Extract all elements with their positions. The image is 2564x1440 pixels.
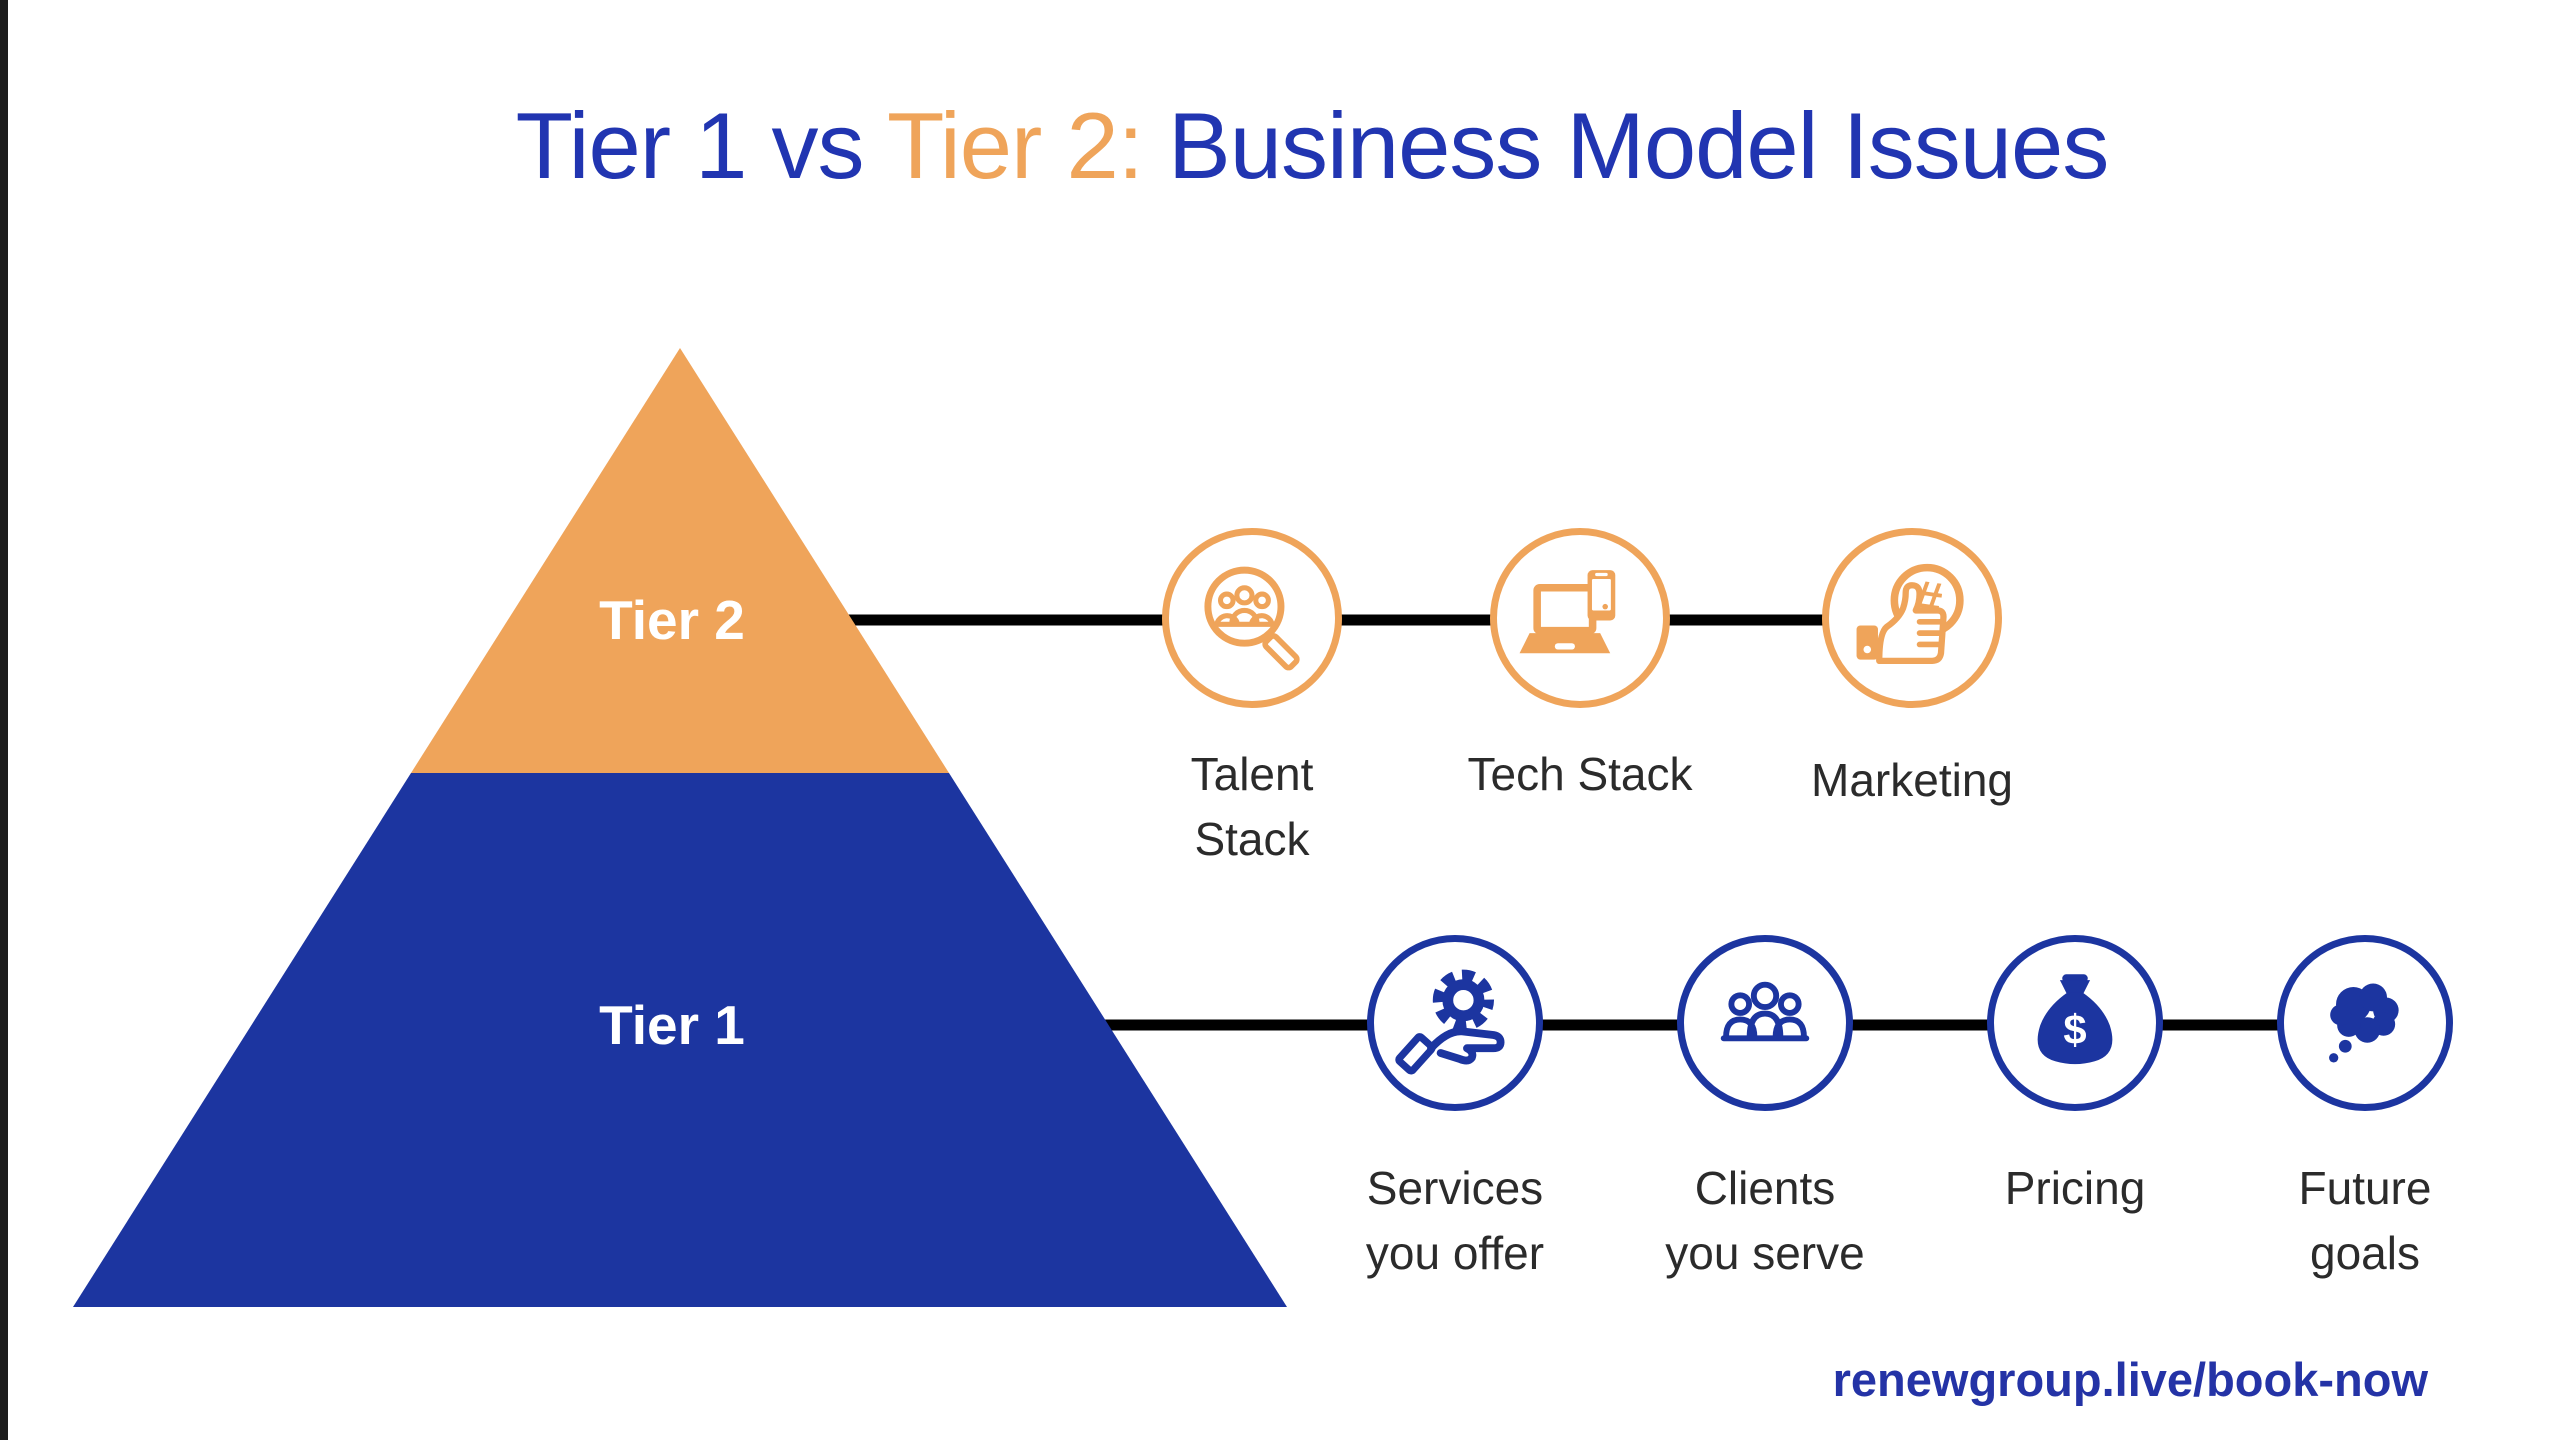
tier1-label-clients: Clients you serve bbox=[1595, 1156, 1935, 1286]
label-line-2: you offer bbox=[1365, 1227, 1545, 1279]
tier2-node-talent-stack bbox=[1162, 528, 1342, 708]
tier2-label-tech-stack: Tech Stack bbox=[1420, 742, 1740, 807]
title-blue-prefix: Tier 1 vs bbox=[515, 93, 887, 198]
thought-cloud-icon bbox=[2329, 983, 2399, 1063]
tier2-label-talent-stack: Talent Stack bbox=[1092, 742, 1412, 872]
hand-gear-icon bbox=[1395, 969, 1505, 1075]
tier2-label-marketing: Marketing bbox=[1752, 748, 2072, 813]
label-line-1: Clients bbox=[1694, 1162, 1836, 1214]
label-line-1: Pricing bbox=[2004, 1162, 2146, 1214]
label-line-1: Services bbox=[1366, 1162, 1544, 1214]
label-line-1: Marketing bbox=[1811, 754, 2013, 806]
tier1-node-services bbox=[1367, 935, 1543, 1111]
tier1-node-pricing: $ bbox=[1987, 935, 2163, 1111]
label-line-1: Talent bbox=[1190, 748, 1314, 800]
page-title: Tier 1 vs Tier 2: Business Model Issues bbox=[30, 92, 2564, 200]
tier1-band-label: Tier 1 bbox=[599, 994, 745, 1056]
tier2-band-label: Tier 2 bbox=[599, 589, 745, 651]
tier1-label-services: Services you offer bbox=[1285, 1156, 1625, 1286]
tier1-pyramid-segment bbox=[73, 773, 1287, 1307]
booking-url: renewgroup.live/book-now bbox=[1832, 1353, 2428, 1406]
magnifying-glass-people-icon bbox=[1204, 566, 1300, 671]
tier1-label-future-goals: Future goals bbox=[2195, 1156, 2535, 1286]
people-group-icon bbox=[1720, 981, 1810, 1042]
thumbs-up-hashtag-icon: # bbox=[1856, 563, 1964, 664]
tier2-pyramid-segment bbox=[411, 348, 949, 773]
label-line-1: Tech Stack bbox=[1467, 748, 1693, 800]
label-line-2: goals bbox=[2310, 1227, 2420, 1279]
label-line-2: Stack bbox=[1194, 813, 1310, 865]
tier1-label-pricing: Pricing bbox=[1905, 1156, 2245, 1221]
label-line-2: you serve bbox=[1665, 1227, 1865, 1279]
window-edge bbox=[0, 0, 8, 1440]
money-bag-icon: $ bbox=[2037, 974, 2113, 1065]
tier1-node-future-goals bbox=[2277, 935, 2453, 1111]
tier1-node-clients bbox=[1677, 935, 1853, 1111]
title-blue-suffix: Business Model Issues bbox=[1142, 93, 2109, 198]
tier2-node-tech-stack bbox=[1490, 528, 1670, 708]
title-orange-segment: Tier 2: bbox=[886, 93, 1144, 198]
laptop-phone-icon bbox=[1519, 570, 1616, 654]
tier2-node-marketing: # bbox=[1822, 528, 2002, 708]
label-line-1: Future bbox=[2298, 1162, 2432, 1214]
dollar-glyph: $ bbox=[2063, 1006, 2086, 1053]
